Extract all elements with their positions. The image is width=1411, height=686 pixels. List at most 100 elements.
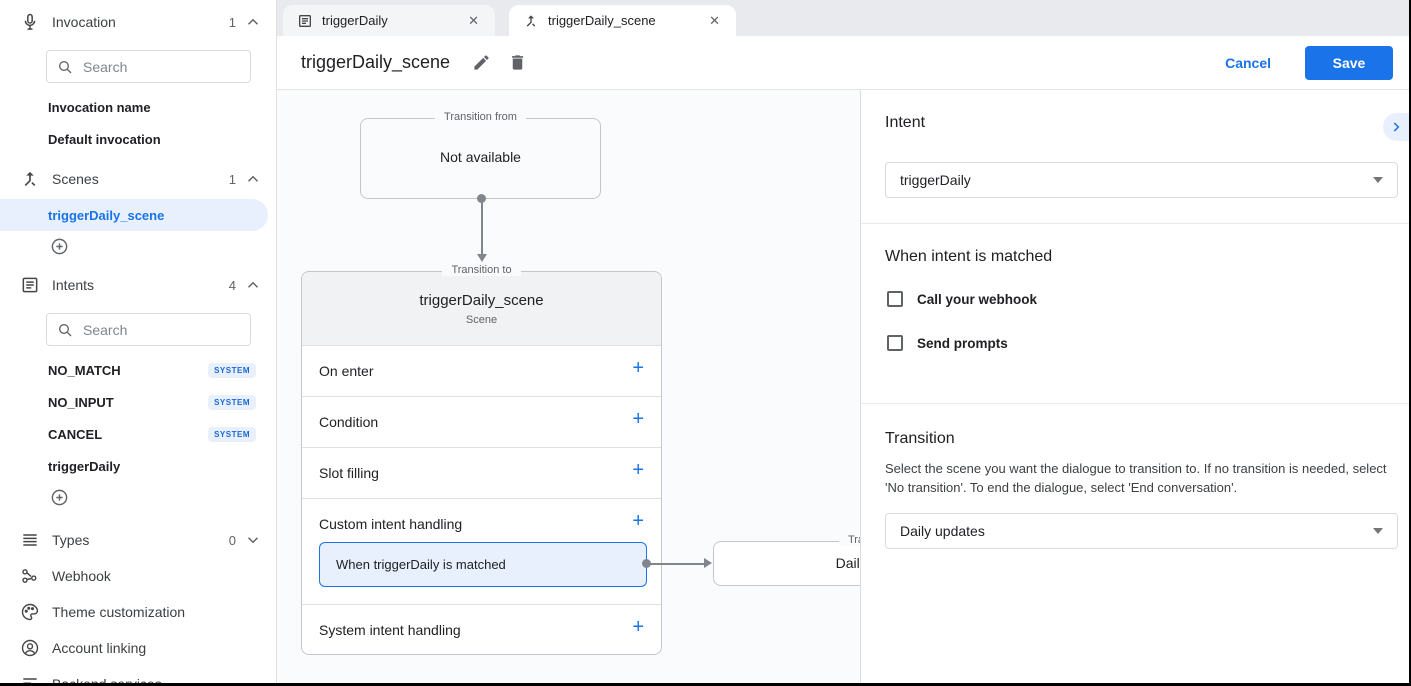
system-badge: SYSTEM bbox=[208, 394, 256, 410]
checkbox-label: Call your webhook bbox=[917, 291, 1038, 307]
page-title: triggerDaily_scene bbox=[301, 52, 451, 72]
sidebar-item-theme-customization[interactable]: Theme customization bbox=[0, 594, 276, 630]
sidebar-item-intent[interactable]: triggerDaily bbox=[0, 450, 276, 482]
intent-tab-icon bbox=[299, 14, 311, 27]
tab-label: triggerDaily bbox=[322, 13, 388, 28]
chevron-down-icon bbox=[247, 537, 259, 544]
call-webhook-checkbox-row[interactable]: Call your webhook bbox=[887, 291, 1037, 307]
intent-name: NO_INPUT bbox=[48, 394, 114, 410]
sidebar-item-backend-services[interactable]: Backend services bbox=[0, 666, 276, 686]
sidebar-item-intent[interactable]: CANCEL SYSTEM bbox=[0, 418, 276, 450]
nav-label: Backend services bbox=[52, 676, 162, 686]
save-button[interactable]: Save bbox=[1305, 45, 1393, 80]
send-prompts-checkbox-row[interactable]: Send prompts bbox=[887, 335, 1008, 351]
add-icon[interactable]: + bbox=[632, 510, 644, 532]
nav-label: Theme customization bbox=[52, 604, 186, 620]
intent-name: CANCEL bbox=[48, 426, 103, 442]
divider bbox=[861, 223, 1409, 224]
section-label: Types bbox=[52, 532, 90, 548]
row-label: System intent handling bbox=[319, 622, 461, 638]
checkbox-unchecked-icon[interactable] bbox=[887, 335, 903, 351]
connector-line bbox=[481, 200, 483, 255]
row-label: Slot filling bbox=[319, 465, 379, 481]
divider bbox=[861, 403, 1409, 404]
add-icon[interactable]: + bbox=[632, 357, 644, 379]
webhook-icon bbox=[22, 569, 37, 583]
intent-select[interactable]: triggerDaily bbox=[885, 162, 1398, 198]
edit-icon[interactable] bbox=[472, 53, 491, 72]
palette-icon bbox=[21, 603, 39, 621]
delete-icon[interactable] bbox=[508, 53, 527, 72]
scene-tab-icon bbox=[526, 14, 536, 27]
sidebar-section-invocation[interactable]: Invocation 1 bbox=[0, 10, 276, 34]
section-count: 1 bbox=[228, 14, 236, 30]
checkbox-unchecked-icon[interactable] bbox=[887, 291, 903, 307]
intent-heading: Intent bbox=[885, 114, 926, 131]
invocation-search-input[interactable] bbox=[83, 58, 240, 75]
system-badge: SYSTEM bbox=[208, 426, 256, 442]
transition-target-card[interactable]: Transition to Daily updates bbox=[713, 534, 860, 586]
tab-triggerDaily-scene[interactable]: triggerDaily_scene ✕ bbox=[509, 5, 736, 36]
transition-heading: Transition bbox=[885, 430, 955, 447]
sidebar-section-intents[interactable]: Intents 4 bbox=[0, 273, 276, 297]
tab-triggerDaily[interactable]: triggerDaily ✕ bbox=[283, 5, 495, 36]
chevron-right-icon bbox=[1393, 122, 1400, 132]
section-count: 1 bbox=[228, 171, 236, 187]
scene-card-title: triggerDaily_scene bbox=[419, 292, 544, 309]
transition-select[interactable]: Daily updates bbox=[885, 513, 1398, 549]
chevron-up-icon bbox=[247, 175, 259, 182]
scene-row-on-enter: On enter + bbox=[302, 346, 661, 397]
intents-search-input[interactable] bbox=[83, 321, 240, 338]
intent-name: triggerDaily bbox=[48, 458, 121, 474]
intents-search bbox=[46, 313, 251, 346]
add-icon[interactable]: + bbox=[632, 459, 644, 481]
dropdown-caret-icon bbox=[1373, 177, 1383, 183]
intent-select-value: triggerDaily bbox=[900, 172, 971, 188]
dropdown-caret-icon bbox=[1373, 528, 1383, 534]
types-icon bbox=[23, 534, 37, 546]
close-icon[interactable]: ✕ bbox=[468, 12, 479, 28]
scene-card: Transition to triggerDaily_scene Scene O… bbox=[301, 264, 662, 655]
tab-strip: triggerDaily ✕ triggerDaily_scene ✕ bbox=[277, 0, 1409, 36]
sidebar-section-scenes[interactable]: Scenes 1 bbox=[0, 167, 276, 191]
section-count: 4 bbox=[228, 277, 236, 293]
arrowhead-down bbox=[477, 254, 487, 262]
sidebar-item-intent[interactable]: NO_INPUT SYSTEM bbox=[0, 386, 276, 418]
add-intent-icon[interactable] bbox=[50, 488, 69, 507]
matched-intent-card[interactable]: When triggerDaily is matched bbox=[319, 542, 647, 587]
section-label: Invocation bbox=[52, 14, 116, 30]
card-legend: Transition to bbox=[714, 534, 860, 546]
chevron-up-icon bbox=[247, 281, 259, 288]
microphone-icon bbox=[24, 13, 36, 30]
sidebar-item-intent[interactable]: NO_MATCH SYSTEM bbox=[0, 354, 276, 386]
scene-row-system-intent-handling: System intent handling + bbox=[302, 605, 661, 655]
collapse-panel-button[interactable] bbox=[1383, 113, 1409, 141]
arrowhead-right bbox=[704, 558, 712, 568]
cancel-button[interactable]: Cancel bbox=[1225, 54, 1271, 71]
search-icon bbox=[59, 323, 72, 336]
intent-name: NO_MATCH bbox=[48, 362, 121, 378]
add-icon[interactable]: + bbox=[632, 616, 644, 638]
sidebar: Invocation 1 Invocation name Default inv… bbox=[0, 0, 277, 683]
sidebar-item-webhook[interactable]: Webhook bbox=[0, 558, 276, 594]
sidebar-item-default-invocation[interactable]: Default invocation bbox=[48, 131, 161, 147]
sidebar-section-types[interactable]: Types 0 bbox=[0, 522, 276, 558]
nav-label: Account linking bbox=[52, 640, 147, 656]
page-header: triggerDaily_scene Cancel Save bbox=[277, 36, 1409, 90]
card-legend: Transition from bbox=[361, 111, 600, 123]
sidebar-item-invocation-name[interactable]: Invocation name bbox=[48, 99, 151, 115]
add-icon[interactable]: + bbox=[632, 408, 644, 430]
transition-from-value: Not available bbox=[440, 149, 521, 165]
scene-card-subtitle: Scene bbox=[465, 314, 498, 326]
sidebar-item-account-linking[interactable]: Account linking bbox=[0, 630, 276, 666]
nav-label: Webhook bbox=[52, 568, 111, 584]
row-label: Condition bbox=[319, 414, 379, 430]
close-icon[interactable]: ✕ bbox=[709, 12, 720, 28]
scene-row-condition: Condition + bbox=[302, 397, 661, 448]
connector-dot bbox=[477, 194, 486, 203]
add-scene-icon[interactable] bbox=[50, 237, 69, 256]
connector-dot bbox=[642, 559, 651, 568]
sidebar-item-scene-selected[interactable]: triggerDaily_scene bbox=[0, 199, 268, 231]
flow-canvas: Transition from Not available Transition… bbox=[277, 90, 860, 683]
